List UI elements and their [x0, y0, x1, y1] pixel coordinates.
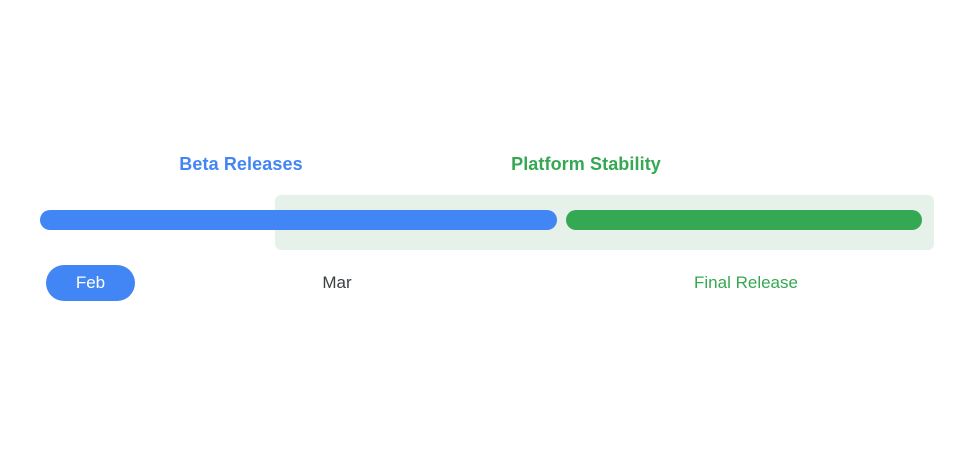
month-label-mar: Mar: [322, 273, 352, 292]
month-pill-feb[interactable]: Feb: [46, 265, 135, 301]
milestone-dot-mar[interactable]: [333, 426, 341, 434]
milestone-label-final-release: Final Release: [694, 273, 798, 292]
milestone-dot-final-release[interactable]: [746, 426, 754, 434]
beta-releases-bar[interactable]: [40, 210, 557, 434]
phase-label-beta-releases: Beta Releases: [179, 154, 303, 174]
milestone-dot-feb[interactable]: [87, 426, 95, 434]
platform-stability-bar[interactable]: [566, 210, 922, 434]
phase-label-platform-stability: Platform Stability: [511, 154, 661, 174]
month-pill-feb-label: Feb: [75, 273, 106, 292]
